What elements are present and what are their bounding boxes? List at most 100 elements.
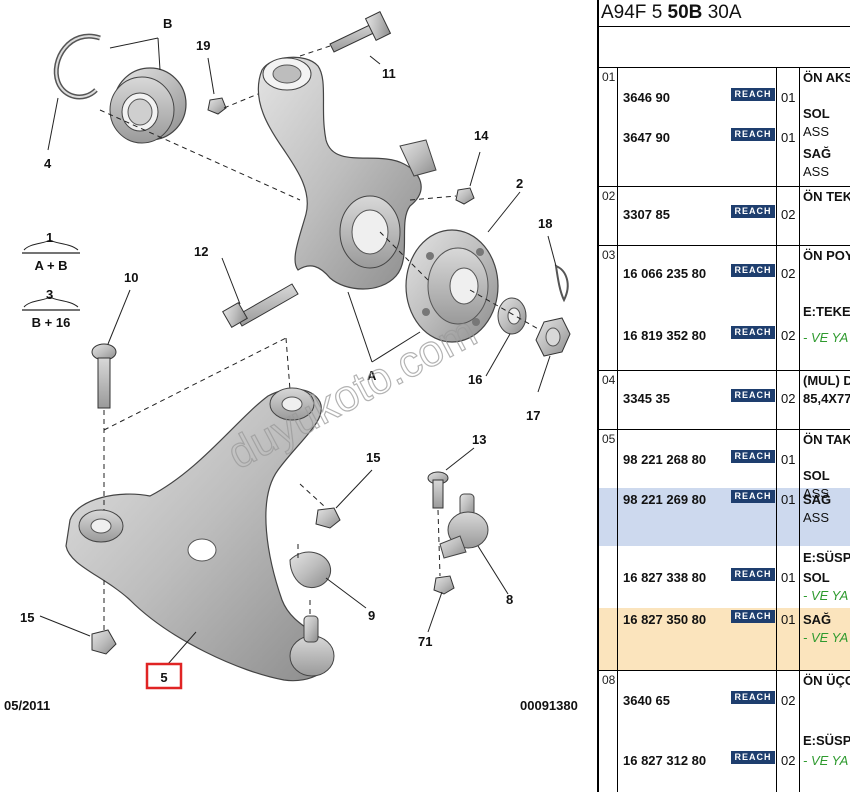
- side-label: SAĞ: [803, 492, 832, 507]
- wheel-hub-part[interactable]: [405, 229, 499, 343]
- brand-badge: REACH: [731, 264, 775, 277]
- brand-badge: REACH: [731, 490, 775, 503]
- callout-3: 3: [46, 287, 53, 302]
- model-title-bold: 50B: [667, 2, 703, 23]
- clip-9-part[interactable]: [289, 551, 332, 588]
- part-number[interactable]: 16 827 312 80: [623, 753, 707, 768]
- part-number[interactable]: 3646 90: [623, 90, 670, 105]
- leader-lines: [39, 37, 557, 665]
- nut-14-part[interactable]: [455, 187, 475, 205]
- group-number: 04: [602, 373, 616, 387]
- assembly-label: ASS: [803, 486, 830, 501]
- callout-11: 11: [382, 66, 396, 81]
- group-number: 01: [602, 70, 616, 84]
- steering-knuckle-part[interactable]: [257, 56, 437, 290]
- callout-3-formula: B + 16: [32, 315, 71, 330]
- quantity: 02: [781, 391, 796, 406]
- model-title-prefix: A94F 5: [601, 2, 663, 23]
- note-label: - VE YA: [803, 753, 849, 768]
- callout-10: 10: [124, 270, 138, 285]
- quantity: 01: [781, 452, 796, 467]
- assembly-label: ASS: [803, 124, 830, 139]
- note-label: - VE YA: [803, 630, 849, 645]
- nut-15-lower-part[interactable]: [91, 629, 117, 655]
- brand-badge: REACH: [731, 389, 775, 402]
- highlighted-part-row: [599, 488, 850, 546]
- side-label: SOL: [803, 106, 830, 121]
- callout-19: 19: [196, 38, 210, 53]
- callout-15-lower: 15: [20, 610, 34, 625]
- cotter-pin-18-part[interactable]: [554, 264, 569, 303]
- suspension-exploded-diagram: B 4 19 11 14 2 18 12 10 A 16 17 13 15 8 …: [4, 11, 578, 713]
- parts-group-row: 04 (MUL) D 3345 35 REACH 02 85,4X77: [599, 371, 850, 430]
- quantity: 02: [781, 693, 796, 708]
- callout-71: 71: [418, 634, 432, 649]
- variant-label: E:SÜSP: [803, 733, 850, 748]
- nut-19-part[interactable]: [207, 97, 227, 115]
- group-number: 03: [602, 248, 616, 262]
- callout-14: 14: [474, 128, 489, 143]
- callout-5: 5: [160, 670, 167, 685]
- brand-badge: REACH: [731, 326, 775, 339]
- group-number: 08: [602, 673, 616, 687]
- quantity: 02: [781, 266, 796, 281]
- group-number: 05: [602, 432, 616, 446]
- callout-15-upper: 15: [366, 450, 380, 465]
- ball-joint-8-part[interactable]: [439, 493, 489, 559]
- part-number[interactable]: 16 827 338 80: [623, 570, 707, 585]
- highlighted-part-row: [599, 608, 850, 670]
- watermark-text: duyukoto.com: [220, 307, 485, 479]
- callout-1: 1: [46, 230, 53, 245]
- assembly-label: ASS: [803, 164, 830, 179]
- callout-17: 17: [526, 408, 540, 423]
- hub-nut-17-part[interactable]: [535, 317, 571, 357]
- brand-badge: REACH: [731, 205, 775, 218]
- callout-1-formula: A + B: [34, 258, 67, 273]
- quantity: 02: [781, 753, 796, 768]
- bolt-13-part[interactable]: [427, 471, 449, 509]
- callout-2: 2: [516, 176, 523, 191]
- group-description: ÖN TEK: [803, 189, 850, 204]
- side-label: SOL: [803, 570, 830, 585]
- bolt-12-part[interactable]: [222, 283, 299, 328]
- part-number[interactable]: 3345 35: [623, 391, 670, 406]
- brand-badge: REACH: [731, 751, 775, 764]
- group-description: (MUL) D: [803, 373, 850, 388]
- model-title: A94F 5 50B 30A: [601, 0, 742, 26]
- variant-label: E:SÜSP: [803, 550, 850, 565]
- wheel-bearing-part[interactable]: [109, 67, 187, 144]
- part-number[interactable]: 98 221 269 80: [623, 492, 707, 507]
- callout-4: 4: [44, 156, 52, 171]
- part-number[interactable]: 98 221 268 80: [623, 452, 707, 467]
- quantity: 01: [781, 90, 796, 105]
- callout-8: 8: [506, 592, 513, 607]
- model-title-suffix: 30A: [707, 2, 742, 23]
- brand-badge: REACH: [731, 450, 775, 463]
- part-number[interactable]: 3647 90: [623, 130, 670, 145]
- part-number[interactable]: 16 066 235 80: [623, 266, 707, 281]
- part-number[interactable]: 16 819 352 80: [623, 328, 707, 343]
- nut-71-part[interactable]: [433, 575, 455, 595]
- quantity: 01: [781, 612, 796, 627]
- lower-control-arm-part[interactable]: [65, 387, 335, 682]
- part-number[interactable]: 3640 65: [623, 693, 670, 708]
- side-label: 85,4X77: [803, 391, 850, 406]
- part-number[interactable]: 3307 85: [623, 207, 670, 222]
- bolt-11-part[interactable]: [329, 11, 392, 53]
- quantity: 02: [781, 328, 796, 343]
- callout-9: 9: [368, 608, 375, 623]
- callout-18: 18: [538, 216, 552, 231]
- nut-15-upper-part[interactable]: [315, 507, 341, 529]
- part-number[interactable]: 16 827 350 80: [623, 612, 707, 627]
- brand-badge: REACH: [731, 610, 775, 623]
- callout-13: 13: [472, 432, 486, 447]
- bolt-10-part[interactable]: [91, 343, 117, 409]
- callout-12: 12: [194, 244, 208, 259]
- circlip-part[interactable]: [53, 33, 101, 100]
- diagram-date: 05/2011: [4, 698, 50, 713]
- washer-16-part[interactable]: [497, 297, 527, 335]
